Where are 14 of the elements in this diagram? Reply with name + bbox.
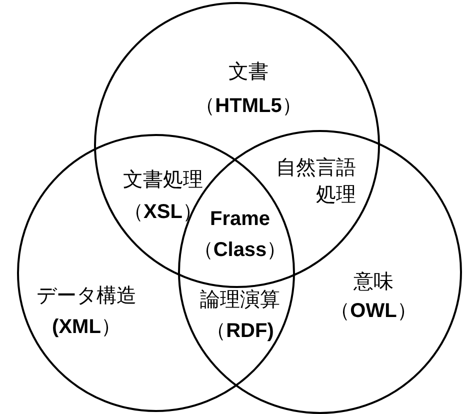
circle-label: 文書 (228, 60, 268, 82)
overlap-label: （Class） (193, 239, 287, 261)
overlap-label: 文書処理 (123, 169, 203, 191)
overlap-label: 自然言語処理 (275, 156, 356, 208)
circle-label: （OWL） (330, 300, 417, 322)
circle-label: 意味 (354, 270, 394, 292)
circle-label: データ構造 (36, 284, 136, 306)
overlap-label: Frame (210, 208, 270, 230)
circle-label: （HTML5） (195, 94, 302, 116)
overlap-label: （XSL） (124, 201, 202, 223)
venn-circle (17, 134, 295, 412)
overlap-label: 論理演算 (200, 289, 280, 311)
circle-label: (XML） (52, 316, 121, 338)
overlap-label: （RDF) (206, 320, 274, 342)
